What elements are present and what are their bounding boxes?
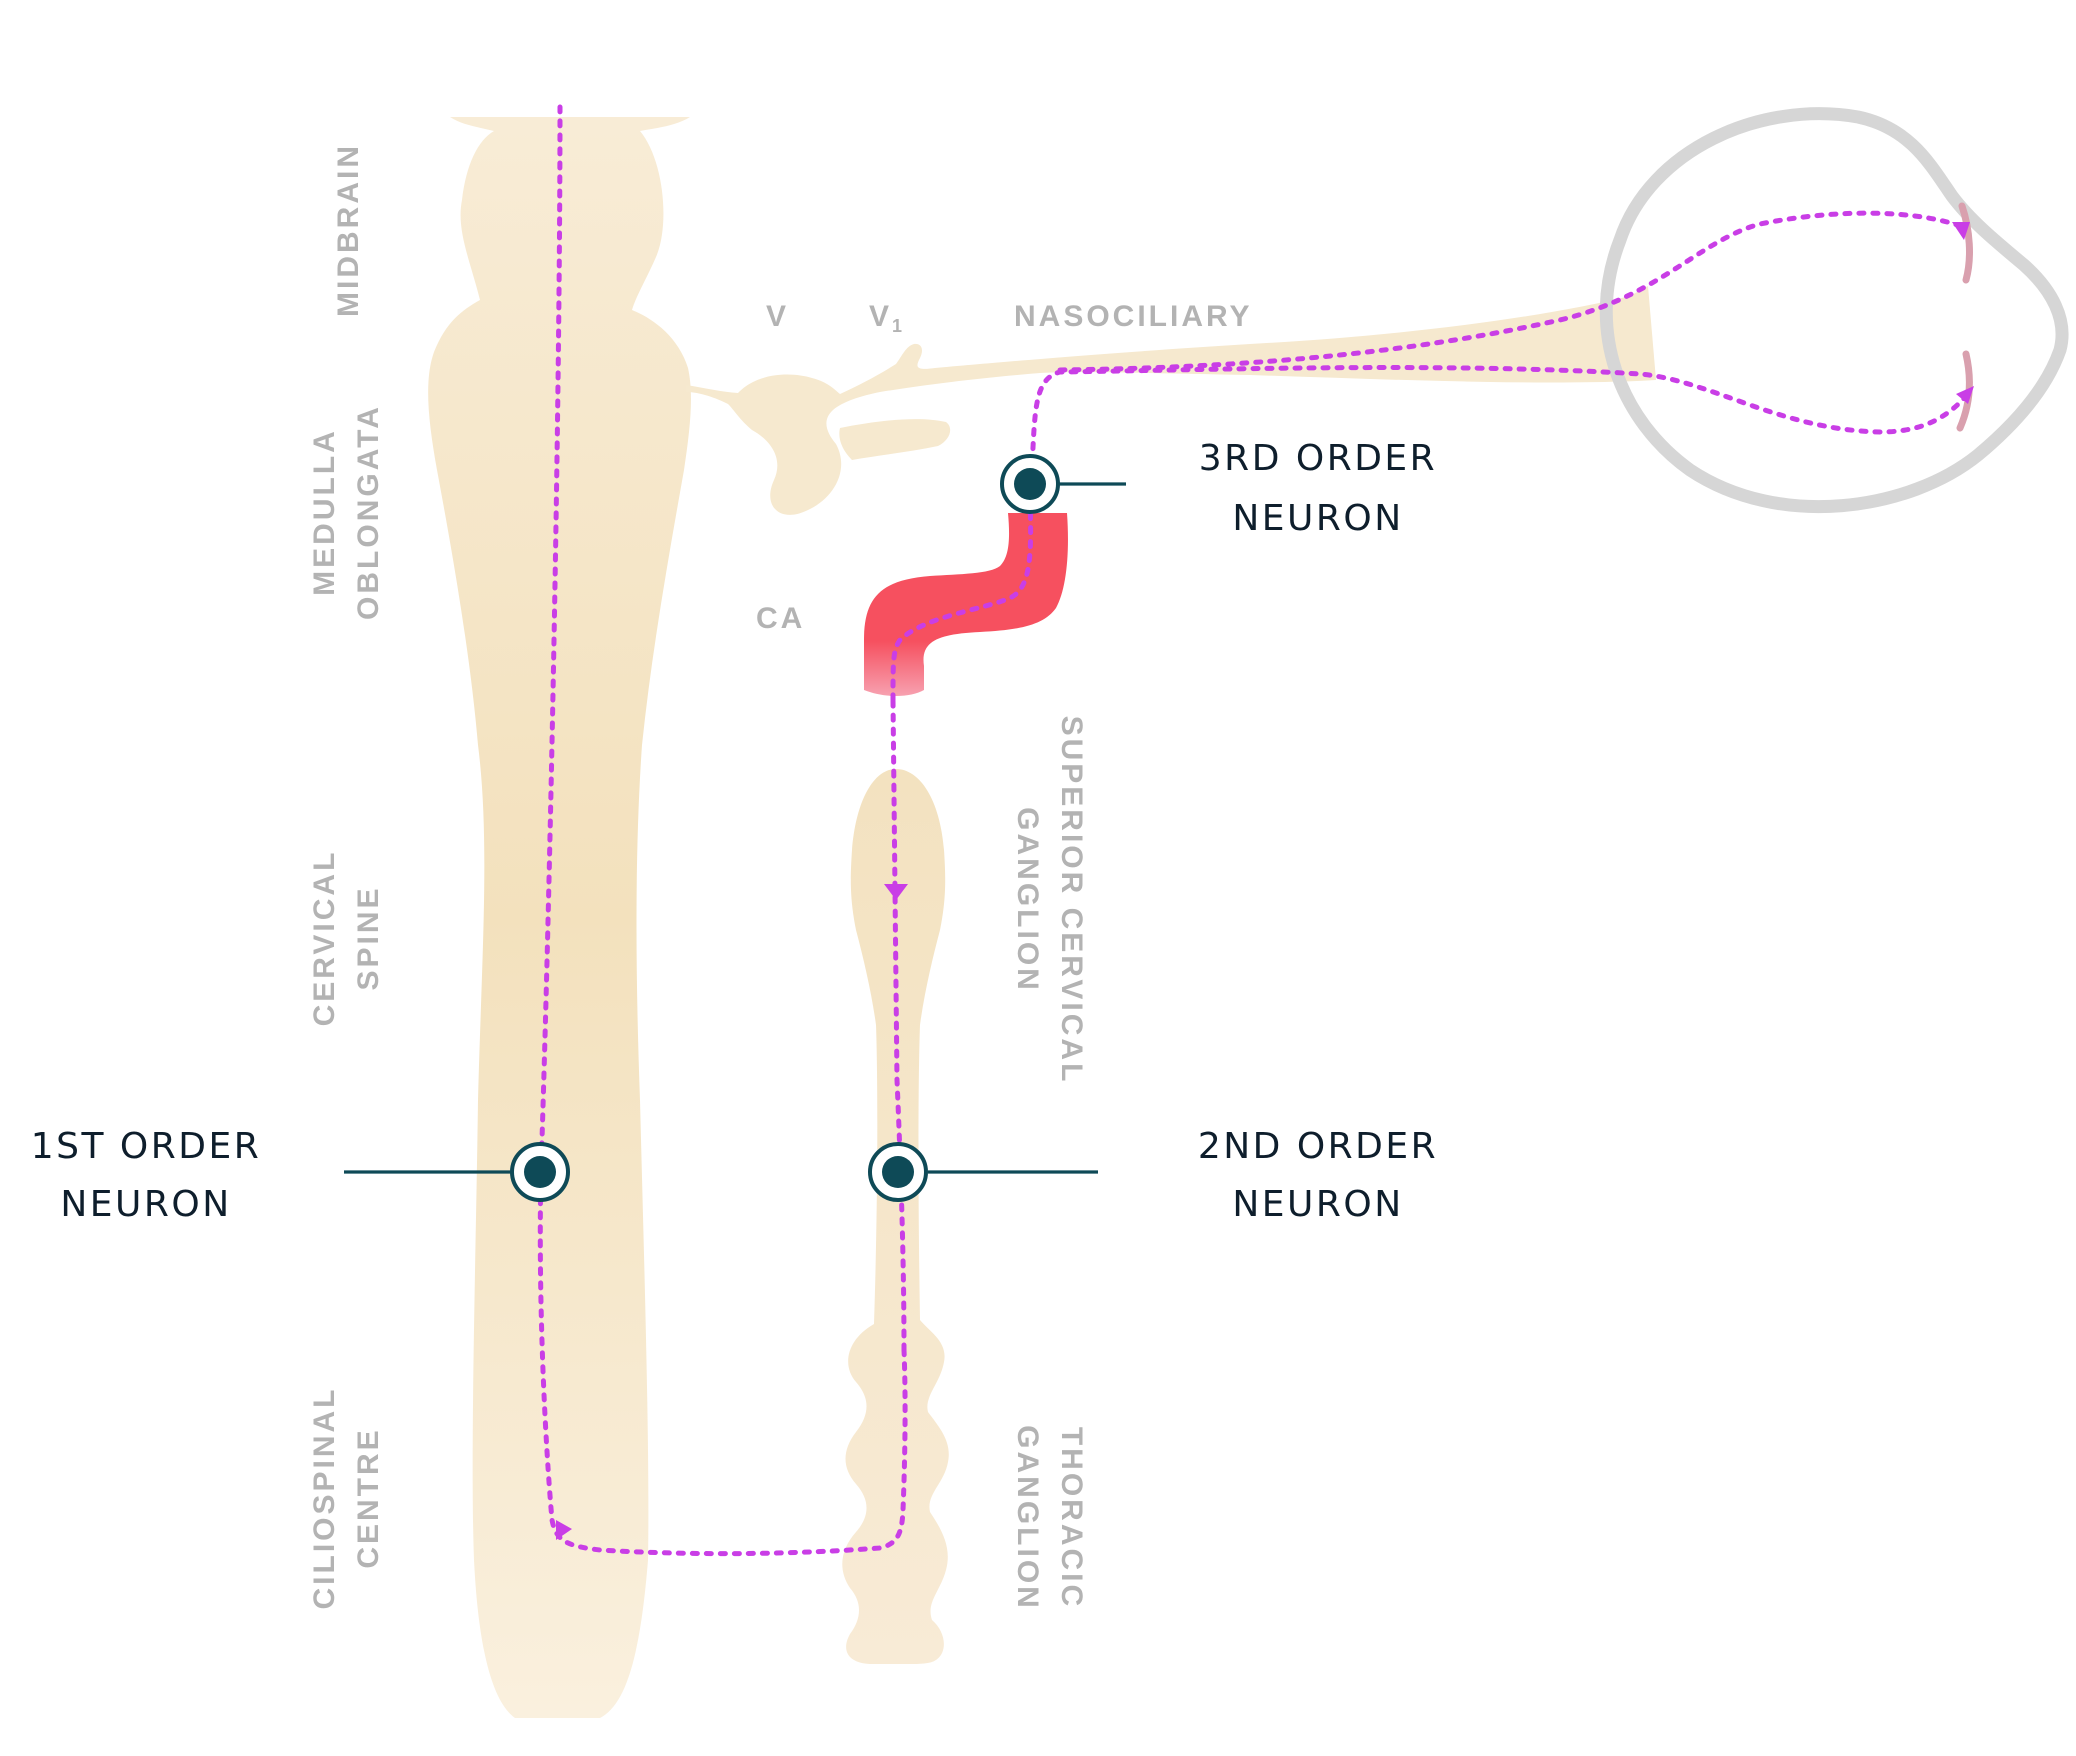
arrowhead-eye-lower: [1956, 386, 1974, 404]
arrowhead-lower-left: [556, 1520, 572, 1540]
ciliospinal-label-line1: CILIOSPINAL: [308, 1386, 341, 1609]
first-order-label-line1: 1ST ORDER: [31, 1126, 262, 1167]
third-order-neuron-node: [1000, 454, 1060, 514]
ciliospinal-label-line2: CENTRE: [352, 1427, 385, 1568]
eyeball-outline: [1599, 107, 2069, 514]
v1-label: V: [869, 300, 892, 333]
arrowhead-eye-upper: [1952, 222, 1970, 240]
first-order-label-line2: NEURON: [60, 1184, 231, 1225]
v-label: V: [766, 300, 789, 333]
v1-subscript: 1: [892, 316, 905, 336]
first-order-tract: [537, 104, 908, 1557]
third-order-label-line1: 3RD ORDER: [1199, 438, 1437, 479]
third-order-tract-upper: [1057, 210, 1969, 373]
internal-carotid-artery: [864, 513, 1068, 696]
midbrain-label: MIDBRAIN: [332, 143, 365, 317]
second-order-neuron-node: [868, 1142, 928, 1202]
thoracic-label-line2: GANGLION: [1011, 1425, 1044, 1611]
thoracic-label-line1: THORACIC: [1055, 1427, 1088, 1609]
superior-cervical-label-line2: GANGLION: [1011, 807, 1044, 993]
trigeminal-nerve: [686, 286, 1656, 515]
medulla-label-line1: MEDULLA: [308, 428, 341, 596]
sympathetic-ganglia-chain: [842, 769, 949, 1664]
cervical-label-line2: SPINE: [352, 885, 385, 990]
arrowhead-ganglion: [884, 884, 908, 900]
iris-upper: [1958, 202, 1973, 284]
brainstem-spinal-cord: [428, 117, 691, 1718]
second-order-label-line1: 2ND ORDER: [1198, 1126, 1438, 1167]
first-order-neuron-node: [510, 1142, 570, 1202]
cervical-label-line1: CERVICAL: [308, 850, 341, 1027]
medulla-label-line2: OBLONGATA: [352, 404, 385, 620]
superior-cervical-label-line1: SUPERIOR CERVICAL: [1055, 716, 1088, 1085]
v1-lower-branch: [839, 419, 951, 460]
second-order-label-line2: NEURON: [1232, 1184, 1403, 1225]
ca-label: CA: [756, 602, 805, 635]
nasociliary-label: NASOCILIARY: [1014, 300, 1253, 333]
third-order-label-line2: NEURON: [1232, 498, 1403, 539]
